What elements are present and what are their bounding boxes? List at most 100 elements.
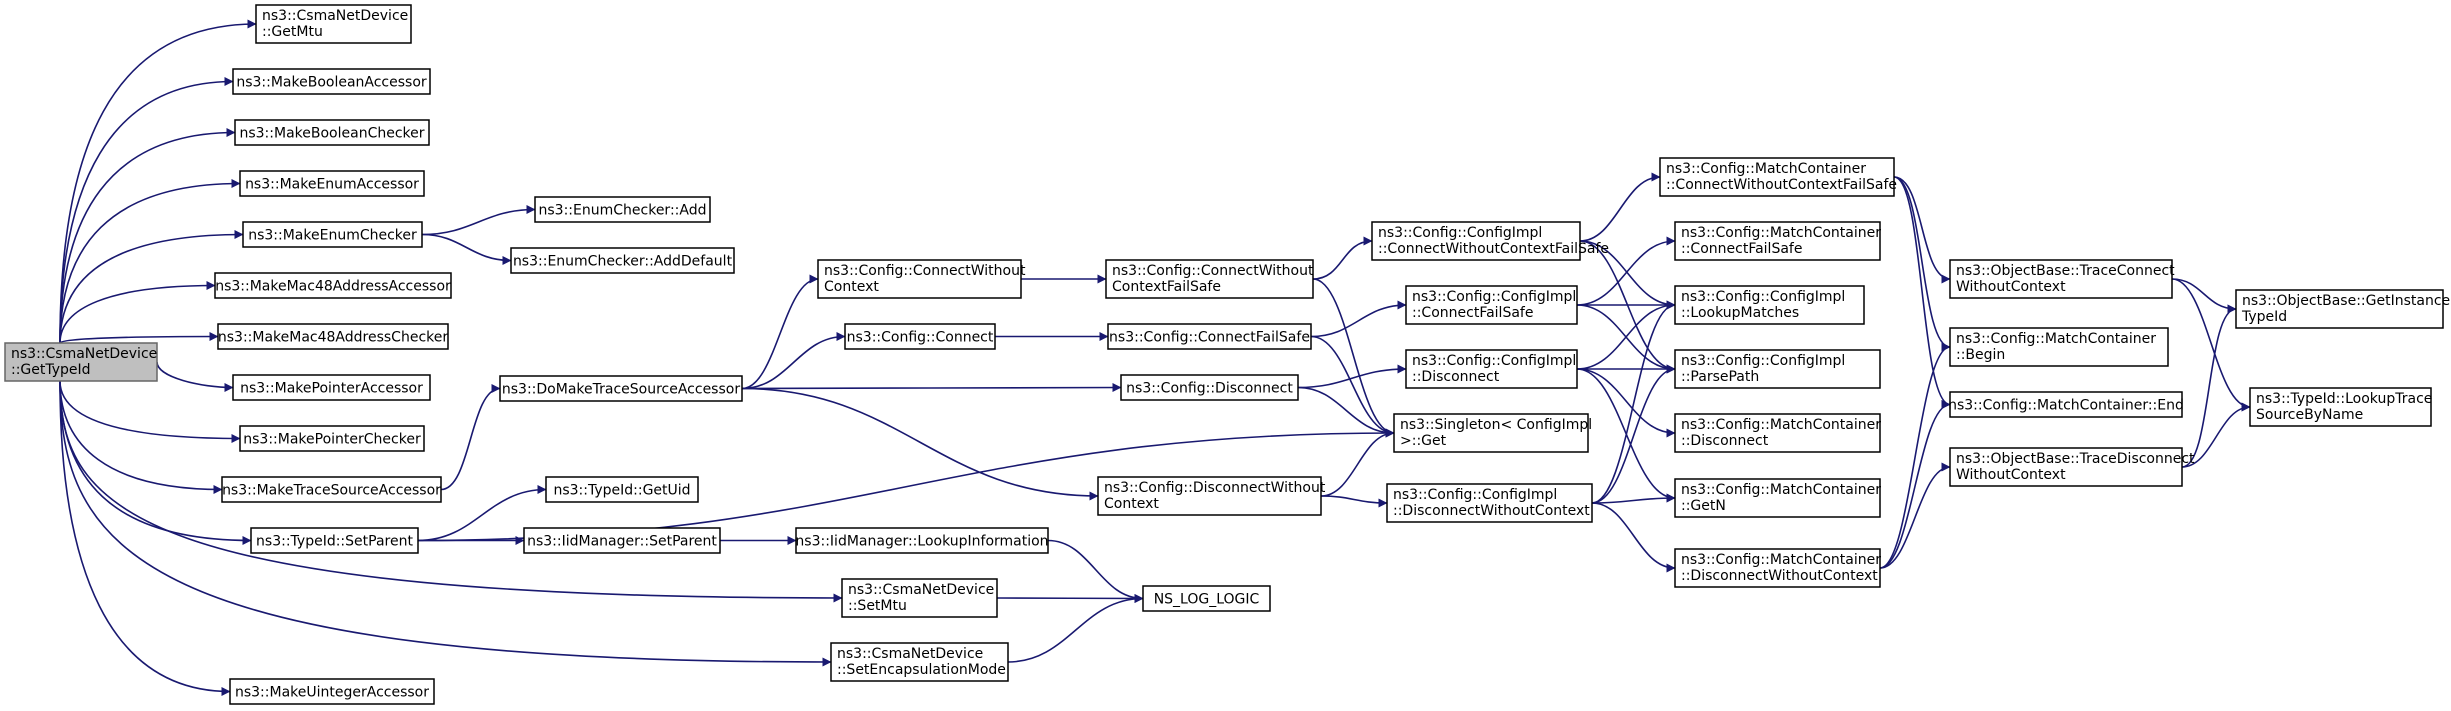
node-mcend[interactable]: ns3::Config::MatchContainer::End	[1948, 391, 2184, 418]
node-mkmacchk[interactable]: ns3::MakeMac48AddressChecker	[217, 323, 449, 350]
node-mcconnfs[interactable]: ns3::Config::MatchContainer::ConnectFail…	[1674, 221, 1881, 261]
edge-cfgdiscwc-to-impldiscwc	[1320, 495, 1388, 508]
edge-cfgconnwcfs-to-singleton	[1312, 278, 1395, 438]
node-getmtu[interactable]: ns3::CsmaNetDevice::GetMtu	[255, 4, 412, 44]
edge-domakets-to-cfgdiscwc	[741, 387, 1099, 501]
node-obtcwc[interactable]: ns3::ObjectBase::TraceConnectWithoutCont…	[1949, 259, 2175, 299]
node-label: ns3::ObjectBase::TraceDisconnect	[1956, 451, 2195, 467]
node-box	[830, 642, 1009, 682]
node-box	[1659, 157, 1895, 197]
node-box	[4, 342, 158, 382]
node-cfgconnwcfs[interactable]: ns3::Config::ConnectWithoutContextFailSa…	[1105, 259, 1314, 299]
node-label: ::Disconnect	[1681, 433, 1769, 449]
node-label: Context	[1104, 496, 1159, 512]
node-box	[1142, 585, 1271, 612]
edge-mcconnwcfs-to-mcend	[1893, 176, 1951, 409]
node-singleton[interactable]: ns3::Singleton< ConfigImpl >::Get	[1393, 413, 1592, 453]
edge-root-to-mkboolchk	[59, 128, 236, 344]
node-iidsetparent[interactable]: ns3::IidManager::SetParent	[523, 527, 721, 554]
edge-mkenumchk-to-enumadddef	[421, 233, 512, 265]
node-label: TypeId	[2241, 309, 2287, 325]
node-mktsacc[interactable]: ns3::MakeTraceSourceAccessor	[221, 476, 442, 503]
node-mcbegin[interactable]: ns3::Config::MatchContainer::Begin	[1949, 327, 2169, 367]
node-mkmacacc[interactable]: ns3::MakeMac48AddressAccessor	[214, 272, 452, 299]
node-box	[239, 170, 425, 197]
edge-cfgconnwcfs-to-implconnwcfs	[1312, 236, 1373, 280]
edge-impldiscwc-to-mcgetn	[1591, 493, 1676, 504]
node-iidlookup[interactable]: ns3::IidManager::LookupInformation	[795, 527, 1049, 554]
edge-domakets-to-cfgdisc	[741, 383, 1122, 393]
node-box	[1674, 413, 1881, 453]
node-box	[250, 527, 419, 554]
edge-root-to-mkptrchk	[59, 380, 241, 443]
node-root[interactable]: ns3::CsmaNetDevice::GetTypeId	[4, 342, 158, 382]
node-implconnfs[interactable]: ns3::Config::ConfigImpl::ConnectFailSafe	[1405, 285, 1578, 325]
node-label: ::GetTypeId	[11, 362, 91, 378]
node-mcdisc[interactable]: ns3::Config::MatchContainer::Disconnect	[1674, 413, 1881, 453]
node-box	[841, 578, 998, 618]
node-mkboolchk[interactable]: ns3::MakeBooleanChecker	[234, 119, 430, 146]
node-box	[1386, 483, 1593, 523]
edge-cfgdiscwc-to-singleton	[1320, 428, 1395, 497]
node-label: ns3::EnumChecker::Add	[539, 203, 707, 219]
node-label: ::LookupMatches	[1681, 305, 1799, 321]
node-label: ns3::MakeTraceSourceAccessor	[222, 483, 441, 499]
node-box	[242, 221, 423, 248]
node-setparent[interactable]: ns3::TypeId::SetParent	[250, 527, 419, 554]
edge-cfgdisc-to-impldisc	[1297, 364, 1407, 389]
node-box	[1405, 349, 1578, 389]
node-mkptracc[interactable]: ns3::MakePointerAccessor	[232, 374, 431, 401]
node-mkuintacc[interactable]: ns3::MakeUintegerAccessor	[229, 678, 435, 705]
edge-root-to-mkptracc	[156, 361, 234, 392]
node-parsepath[interactable]: ns3::Config::ConfigImpl::ParsePath	[1674, 349, 1881, 389]
node-mcgetn[interactable]: ns3::Config::MatchContainer::GetN	[1674, 478, 1881, 518]
node-lookupm[interactable]: ns3::Config::ConfigImpl::LookupMatches	[1674, 285, 1865, 325]
node-box	[2249, 387, 2432, 427]
node-box	[1949, 259, 2173, 299]
node-obtdwc[interactable]: ns3::ObjectBase::TraceDisconnectWithoutC…	[1949, 447, 2195, 487]
node-domakets[interactable]: ns3::DoMakeTraceSourceAccessor	[499, 375, 743, 402]
node-cfgdisc[interactable]: ns3::Config::Disconnect	[1120, 374, 1299, 401]
edge-impldiscwc-to-parsepath	[1591, 364, 1676, 504]
node-label: NS_LOG_LOGIC	[1154, 592, 1260, 608]
edge-mktsacc-to-domakets	[440, 384, 501, 491]
node-cfgconnect[interactable]: ns3::Config::Connect	[844, 323, 996, 350]
node-mcconnwcfs[interactable]: ns3::Config::MatchContainer::ConnectWith…	[1659, 157, 1897, 197]
node-label: ns3::MakeEnumChecker	[248, 228, 417, 244]
node-impldisc[interactable]: ns3::Config::ConfigImpl::Disconnect	[1405, 349, 1578, 389]
edge-mcconnwcfs-to-obtcwc	[1893, 176, 1951, 284]
node-box	[534, 196, 711, 223]
node-nslog[interactable]: NS_LOG_LOGIC	[1142, 585, 1271, 612]
node-label: ns3::EnumChecker::AddDefault	[513, 254, 733, 270]
edge-root-to-mktsacc	[59, 380, 223, 494]
node-cfgdiscwc[interactable]: ns3::Config::DisconnectWithoutContext	[1097, 476, 1326, 516]
node-impldiscwc[interactable]: ns3::Config::ConfigImpl::DisconnectWitho…	[1386, 483, 1593, 523]
node-implconnwcfs[interactable]: ns3::Config::ConfigImpl::ConnectWithoutC…	[1371, 221, 1609, 261]
node-setencap[interactable]: ns3::CsmaNetDevice::SetEncapsulationMode	[830, 642, 1009, 682]
node-box	[1097, 476, 1322, 516]
node-label: ns3::MakeBooleanChecker	[239, 126, 424, 142]
node-label: ns3::Config::DisconnectWithout	[1104, 480, 1326, 496]
node-mkenumacc[interactable]: ns3::MakeEnumAccessor	[239, 170, 425, 197]
node-setmtu[interactable]: ns3::CsmaNetDevice::SetMtu	[841, 578, 998, 618]
node-cfgconnwc[interactable]: ns3::Config::ConnectWithoutContext	[817, 259, 1026, 299]
edge-root-to-setparent	[59, 380, 252, 545]
node-label: ns3::Config::ConfigImpl	[1393, 487, 1557, 503]
node-label: ::Begin	[1956, 347, 2005, 363]
node-enumadddef[interactable]: ns3::EnumChecker::AddDefault	[510, 247, 735, 274]
node-mkenumchk[interactable]: ns3::MakeEnumChecker	[242, 221, 423, 248]
node-box	[523, 527, 721, 554]
node-box	[1949, 327, 2169, 367]
node-cfgconnfs[interactable]: ns3::Config::ConnectFailSafe	[1107, 323, 1312, 350]
node-mkboolacc[interactable]: ns3::MakeBooleanAccessor	[232, 68, 431, 95]
node-enumadd[interactable]: ns3::EnumChecker::Add	[534, 196, 711, 223]
node-getuid[interactable]: ns3::TypeId::GetUid	[545, 476, 699, 503]
edge-cfgconnfs-to-implconnfs	[1310, 300, 1407, 338]
node-mcdiscwc[interactable]: ns3::Config::MatchContainer::DisconnectW…	[1674, 548, 1881, 588]
node-label: ns3::CsmaNetDevice	[262, 8, 408, 24]
node-mkptrchk[interactable]: ns3::MakePointerChecker	[239, 425, 425, 452]
edge-mcdiscwc-to-mcend	[1879, 400, 1951, 569]
